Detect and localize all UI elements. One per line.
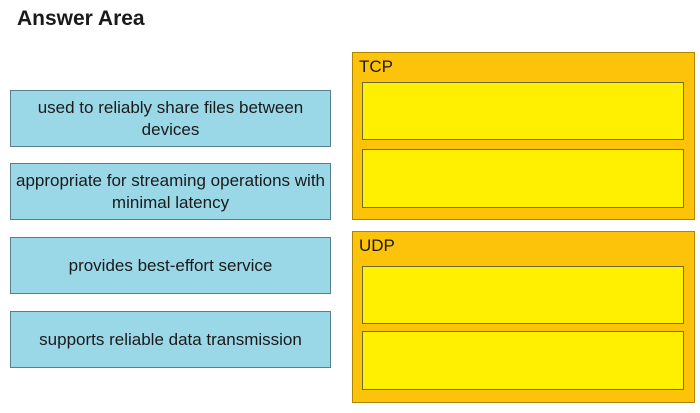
drop-slot-tcp-1[interactable] [362, 82, 684, 140]
drop-slot-tcp-2[interactable] [362, 149, 684, 208]
option-reliable-file-share[interactable]: used to reliably share files between dev… [10, 90, 331, 147]
option-label: used to reliably share files between dev… [37, 97, 304, 139]
option-label: provides best-effort service [68, 255, 273, 275]
option-label: supports reliable data transmission [39, 329, 302, 349]
answer-area-title: Answer Area [17, 7, 145, 30]
drop-slot-udp-2[interactable] [362, 331, 684, 390]
group-udp: UDP [352, 231, 695, 403]
option-best-effort[interactable]: provides best-effort service [10, 237, 331, 294]
group-label-udp: UDP [359, 236, 395, 255]
drop-slot-udp-1[interactable] [362, 266, 684, 324]
group-tcp: TCP [352, 52, 695, 220]
option-reliable-transmission[interactable]: supports reliable data transmission [10, 311, 331, 368]
option-streaming-low-latency[interactable]: appropriate for streaming operations wit… [10, 163, 331, 220]
group-label-tcp: TCP [359, 57, 393, 76]
option-label: appropriate for streaming operations wit… [16, 170, 325, 212]
